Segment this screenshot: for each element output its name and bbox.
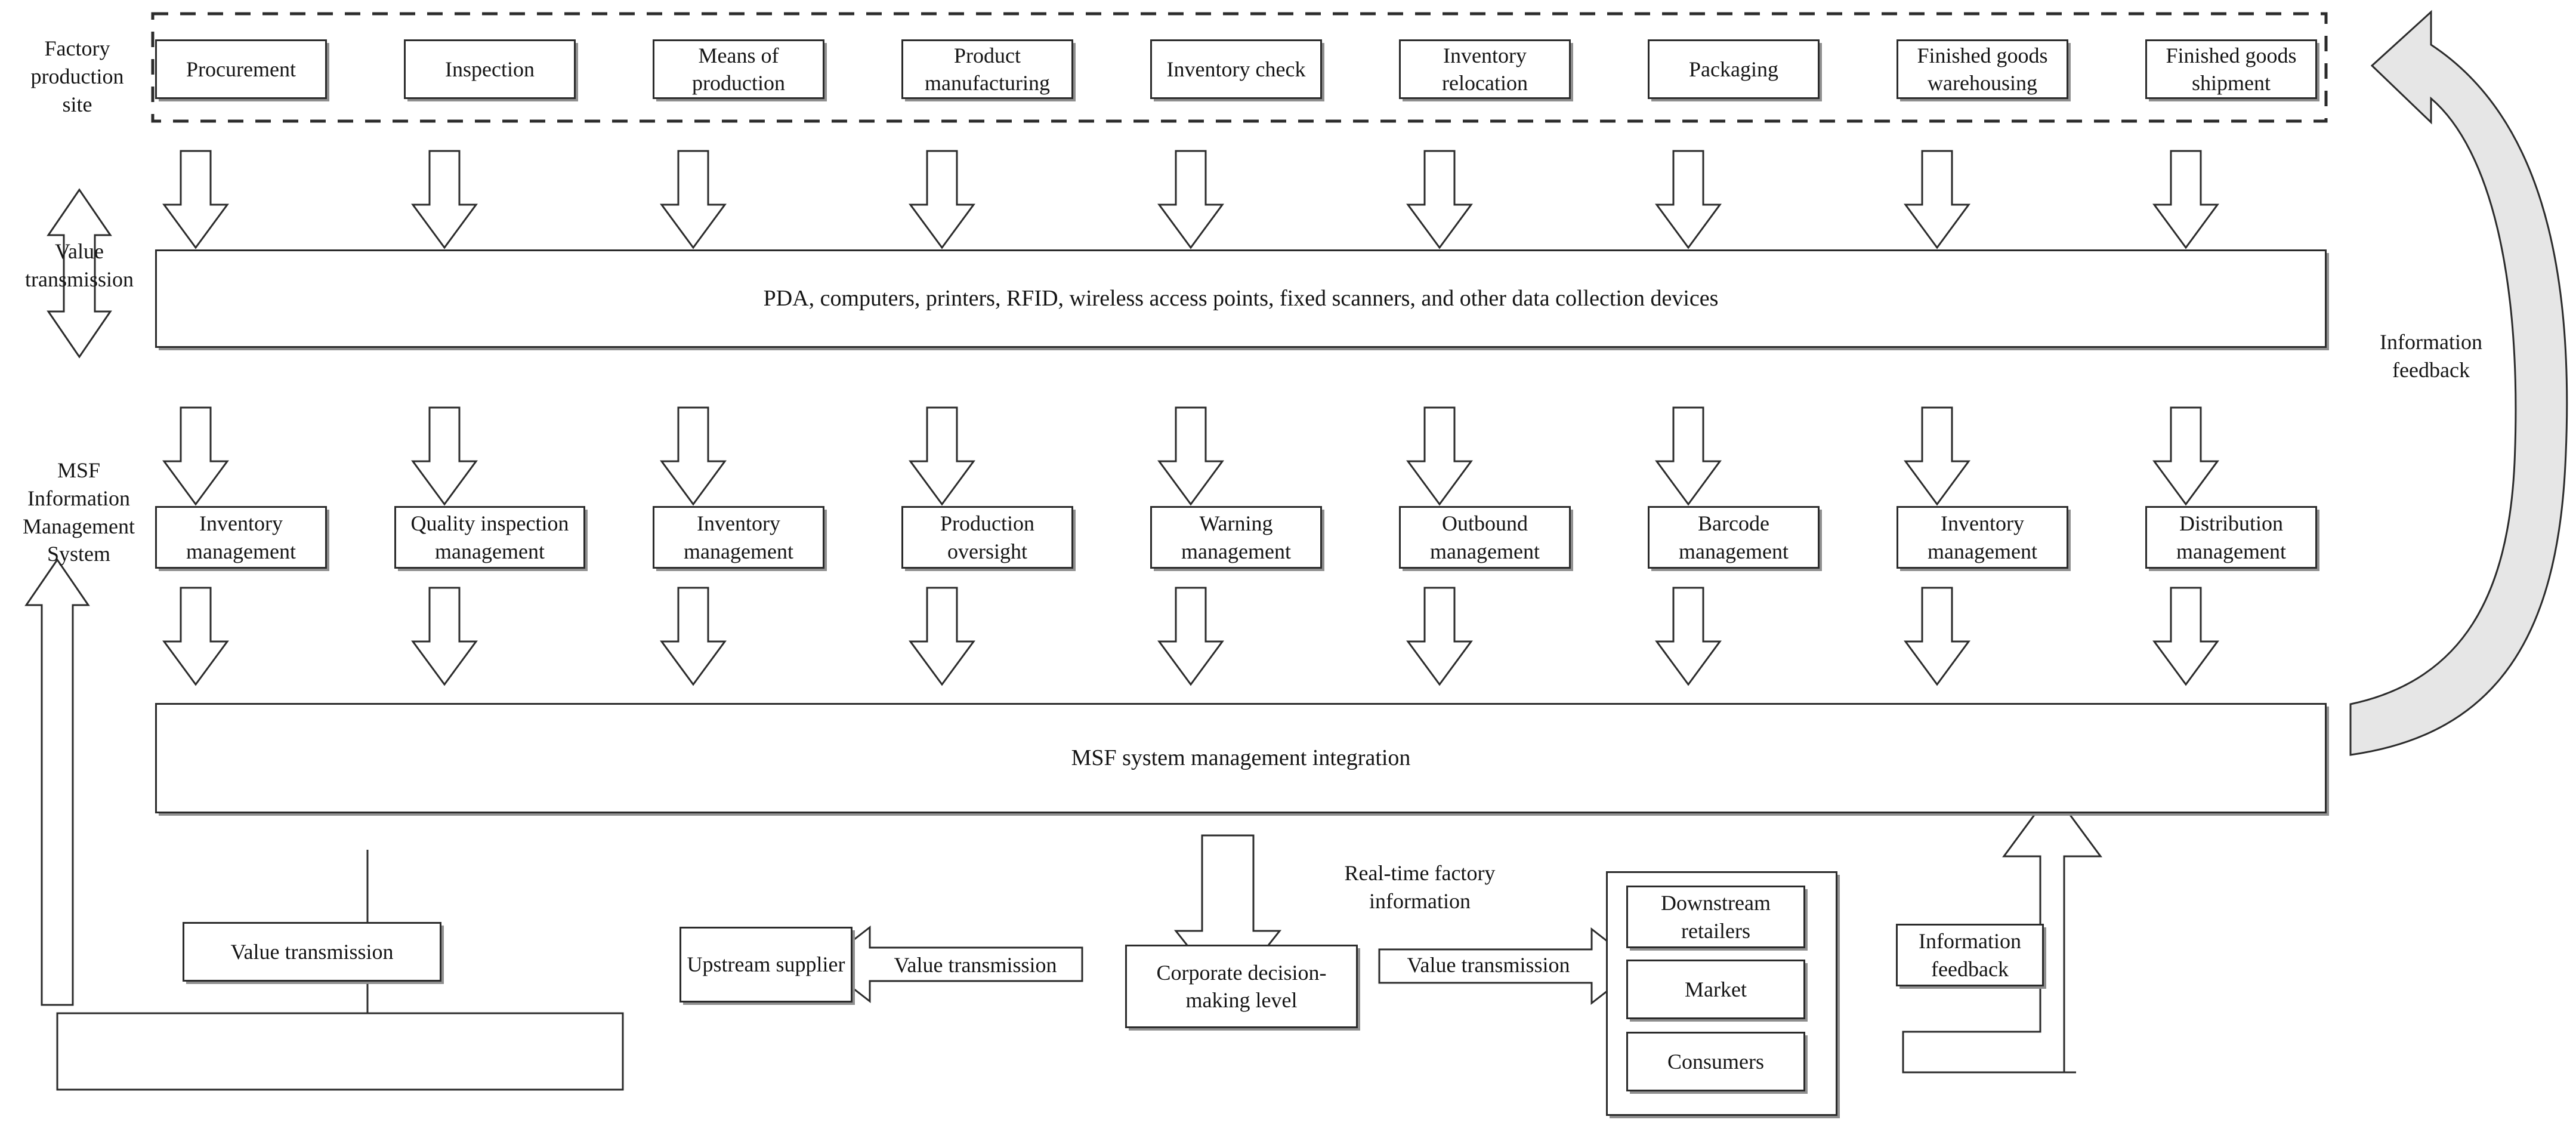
label-value-transmission-to-supplier: Value transmission bbox=[894, 953, 1057, 977]
factory-box-finished-goods-shipment[interactable]: Finished goods shipment bbox=[2145, 39, 2317, 99]
downstream-box-market[interactable]: Market bbox=[1626, 960, 1805, 1019]
label-real-time-factory-information: Real-time factory information bbox=[1344, 861, 1496, 913]
factory-box-inventory-relocation[interactable]: Inventory relocation bbox=[1399, 39, 1571, 99]
bottom-left-loop bbox=[56, 1012, 624, 1091]
factory-box-packaging[interactable]: Packaging bbox=[1648, 39, 1820, 99]
band-msf-system-management-integration[interactable]: MSF system management integration bbox=[155, 703, 2327, 813]
factory-box-inspection[interactable]: Inspection bbox=[404, 39, 576, 99]
label-value-transmission-to-market: Value transmission bbox=[1407, 953, 1570, 977]
band-data-collection-devices[interactable]: PDA, computers, printers, RFID, wireless… bbox=[155, 249, 2327, 348]
factory-box-means-of-production[interactable]: Means of production bbox=[653, 39, 824, 99]
arrows-factory-to-devices bbox=[162, 150, 2219, 249]
management-box-barcode-management[interactable]: Barcode management bbox=[1648, 506, 1820, 569]
msf-up-arrow bbox=[24, 558, 90, 1006]
downstream-box-retailers[interactable]: Downstream retailers bbox=[1626, 886, 1805, 948]
bottom-box-value-transmission[interactable]: Value transmission bbox=[183, 922, 441, 982]
management-box-quality-inspection-management[interactable]: Quality inspection management bbox=[394, 506, 585, 569]
arrows-management-to-integration bbox=[162, 587, 2219, 686]
management-box-warning-management[interactable]: Warning management bbox=[1150, 506, 1322, 569]
label-value-transmission-left: Value transmission bbox=[24, 239, 134, 291]
management-box-inventory-management-3[interactable]: Inventory management bbox=[1897, 506, 2068, 569]
label-factory-production-site: Factory production site bbox=[30, 36, 124, 116]
downstream-box-consumers[interactable]: Consumers bbox=[1626, 1032, 1805, 1091]
factory-box-finished-goods-warehousing[interactable]: Finished goods warehousing bbox=[1897, 39, 2068, 99]
management-box-distribution-management[interactable]: Distribution management bbox=[2145, 506, 2317, 569]
label-information-feedback-right: Information feedback bbox=[2380, 330, 2482, 382]
label-msf-information-management-system: MSF Information Management System bbox=[23, 458, 135, 566]
bottom-box-information-feedback[interactable]: Information feedback bbox=[1896, 924, 2044, 986]
information-feedback-up-arrow bbox=[1902, 789, 2102, 1074]
factory-box-procurement[interactable]: Procurement bbox=[155, 39, 327, 99]
bottom-box-corporate-decision-making-level[interactable]: Corporate decision- making level bbox=[1125, 945, 1358, 1028]
management-box-outbound-management[interactable]: Outbound management bbox=[1399, 506, 1571, 569]
arrows-devices-to-management bbox=[162, 406, 2219, 506]
management-box-inventory-management-2[interactable]: Inventory management bbox=[653, 506, 824, 569]
factory-boundary-dashed bbox=[151, 12, 2328, 123]
factory-box-inventory-check[interactable]: Inventory check bbox=[1150, 39, 1322, 99]
bottom-box-upstream-supplier[interactable]: Upstream supplier bbox=[679, 927, 853, 1003]
factory-box-product-manufacturing[interactable]: Product manufacturing bbox=[901, 39, 1073, 99]
management-box-inventory-management-1[interactable]: Inventory management bbox=[155, 506, 327, 569]
value-transmission-double-arrow bbox=[47, 188, 112, 359]
management-box-production-oversight[interactable]: Production oversight bbox=[901, 506, 1073, 569]
curved-information-feedback-arrow bbox=[2349, 10, 2568, 756]
